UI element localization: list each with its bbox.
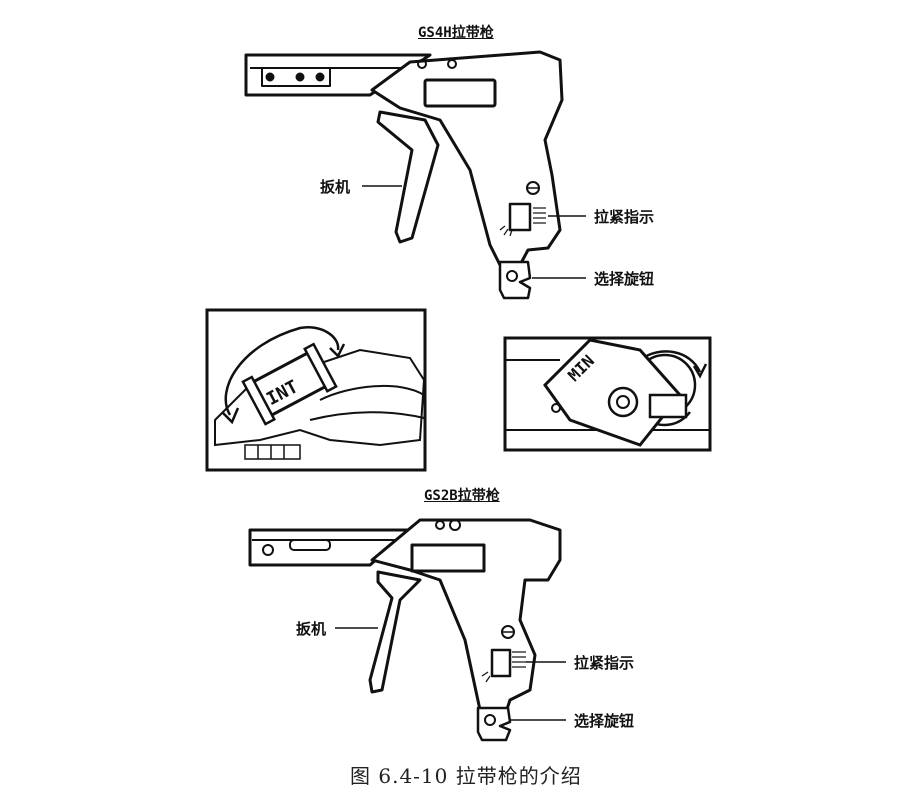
right-inset-drawing <box>503 336 712 452</box>
top-tension-indicator-label: 拉紧指示 <box>594 208 655 226</box>
top-selector-knob-label: 选择旋钮 <box>594 270 655 288</box>
left-inset-drawing <box>205 308 427 472</box>
bottom-selector-knob-label: 选择旋钮 <box>574 712 635 730</box>
bottom-gun-drawing <box>248 518 566 742</box>
top-gun-title: GS4H拉带枪 <box>418 25 494 41</box>
bottom-gun-title: GS2B拉带枪 <box>424 488 500 504</box>
bottom-tension-indicator-label: 拉紧指示 <box>574 654 635 672</box>
bottom-trigger-label: 扳机 <box>296 620 327 638</box>
figure-caption: 图 6.4-10 拉带枪的介绍 <box>350 764 582 788</box>
top-gun-drawing <box>244 50 586 300</box>
top-trigger-label: 扳机 <box>320 178 351 196</box>
